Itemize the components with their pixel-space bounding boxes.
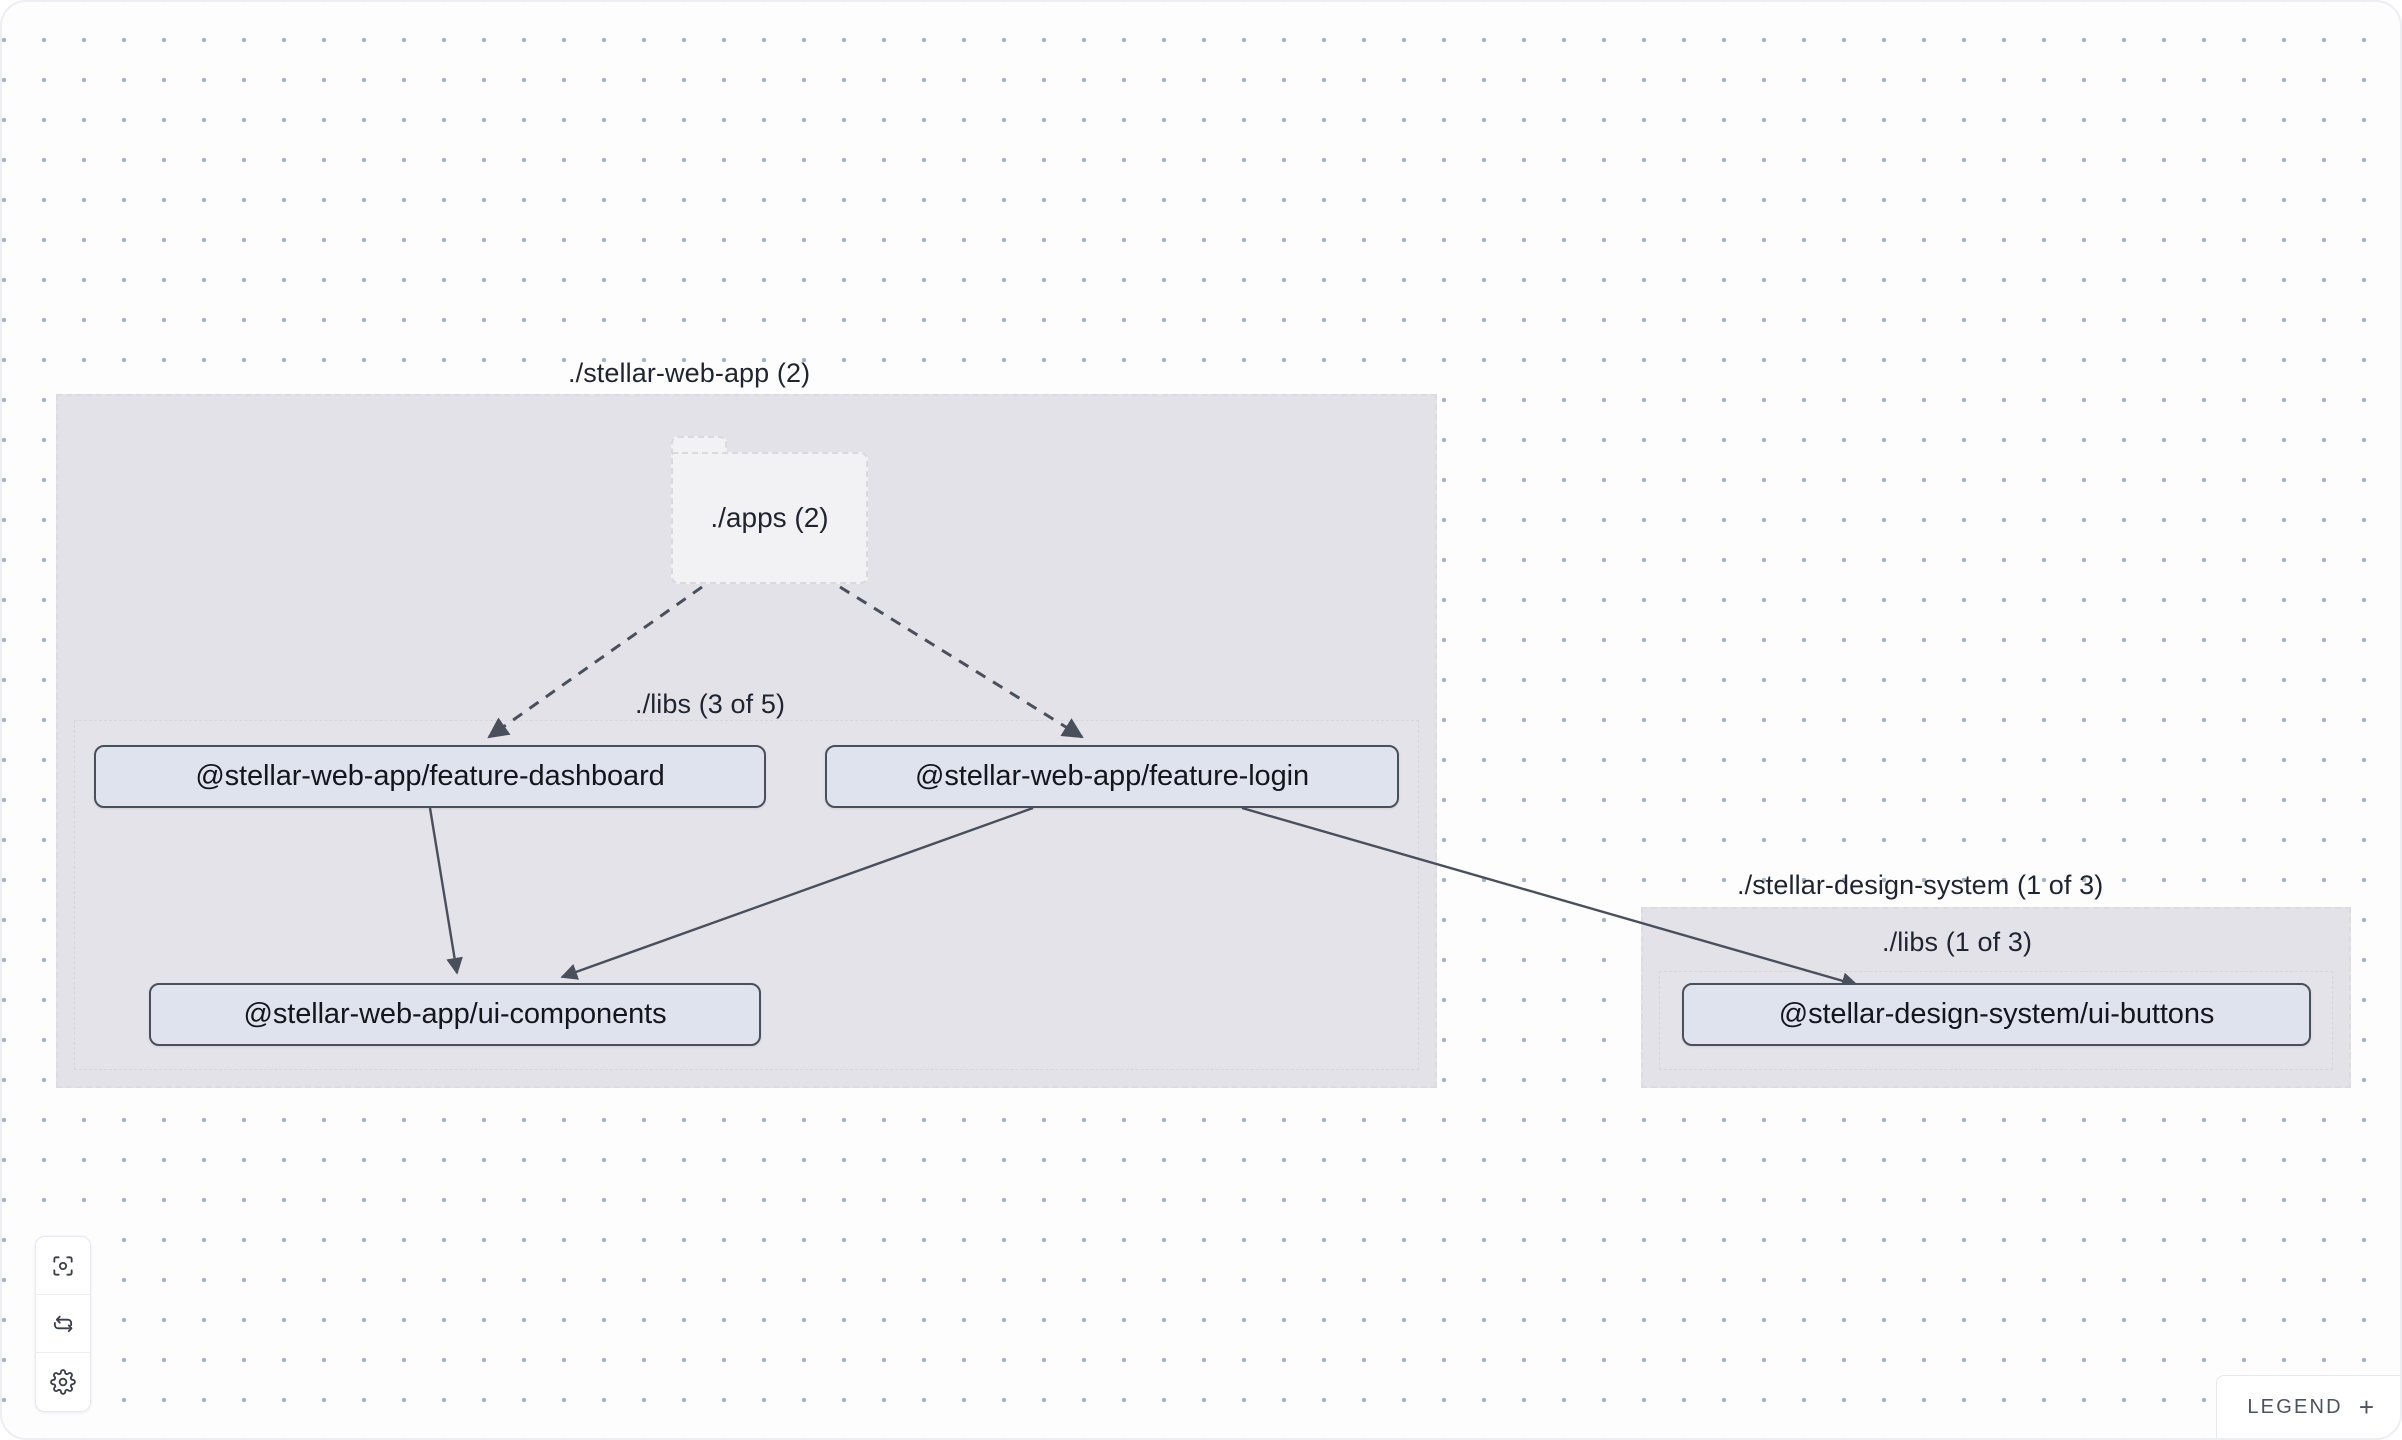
node-label-ui-buttons: @stellar-design-system/ui-buttons [1778,998,2215,1030]
group-label-stellar-web-app: ./stellar-web-app (2) [568,358,811,388]
legend-label: LEGEND [2247,1395,2343,1418]
node-ui-buttons[interactable]: @stellar-design-system/ui-buttons [1682,983,2311,1046]
node-label-feature-dashboard: @stellar-web-app/feature-dashboard [195,760,665,792]
node-label-feature-login: @stellar-web-app/feature-login [915,760,1309,792]
legend-expand-icon[interactable]: + [2358,1392,2374,1422]
settings-button[interactable] [36,1353,90,1411]
focus-target-icon [53,1255,73,1276]
gear-icon [50,1369,76,1395]
node-feature-login[interactable]: @stellar-web-app/feature-login [825,745,1399,808]
refresh-icon [53,1315,73,1332]
graph-toolbar[interactable] [35,1236,91,1412]
legend-panel[interactable]: LEGEND + [2216,1375,2400,1438]
folder-label-apps: ./apps (2) [710,502,829,533]
group-label-stellar-web-app-libs: ./libs (3 of 5) [635,689,786,719]
refresh-graph-button[interactable] [36,1295,90,1353]
focus-graph-button[interactable] [36,1237,90,1295]
node-ui-components[interactable]: @stellar-web-app/ui-components [149,983,761,1046]
node-label-ui-components: @stellar-web-app/ui-components [243,998,667,1030]
folder-body: ./apps (2) [671,452,868,584]
folder-node-apps[interactable]: ./apps (2) [671,436,868,584]
group-label-stellar-design-system-libs: ./libs (1 of 3) [1882,927,2033,957]
node-feature-dashboard[interactable]: @stellar-web-app/feature-dashboard [94,745,766,808]
folder-tab-icon [671,436,727,456]
group-label-stellar-design-system: ./stellar-design-system (1 of 3) [1737,870,2104,900]
